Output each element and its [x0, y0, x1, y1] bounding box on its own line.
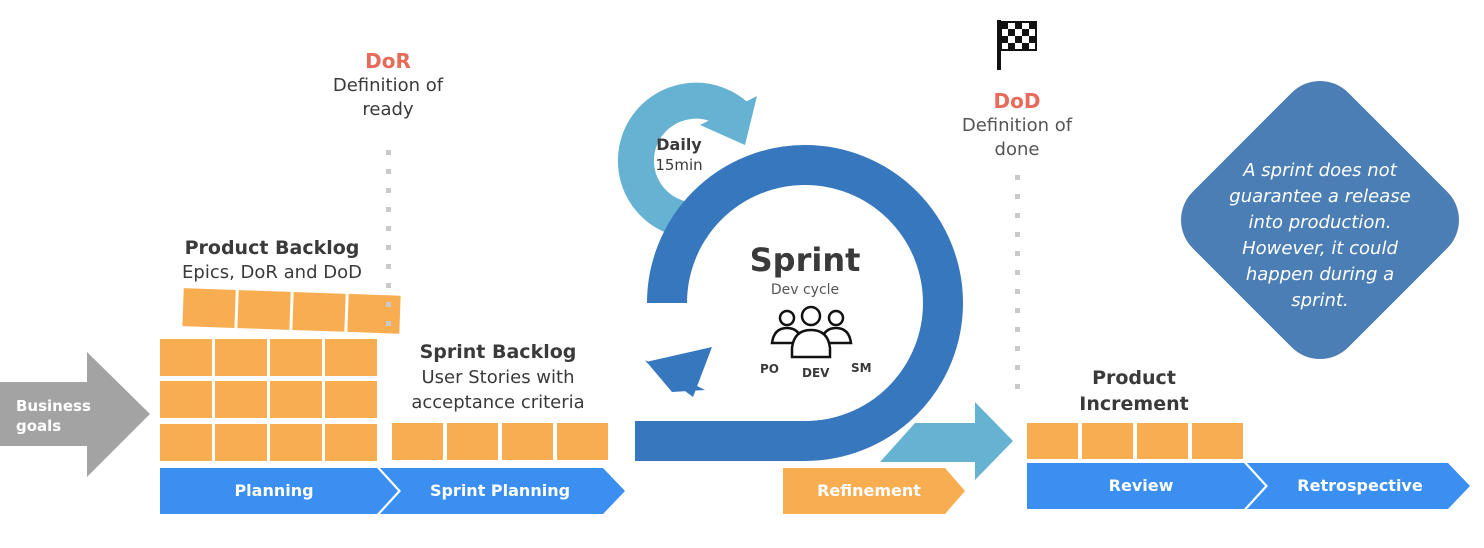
product-increment-label: Product Increment: [1079, 367, 1189, 415]
backlog-item: [292, 292, 346, 332]
product-increment-row: [1027, 423, 1245, 461]
phase-sprint-planning-label: Sprint Planning: [429, 481, 571, 500]
sprint-backlog-item: [502, 423, 553, 460]
sprint-backlog-title: Sprint Backlog: [419, 341, 577, 363]
daily-loop-arrow: [617, 82, 757, 239]
retrospective-chevron: [1247, 463, 1470, 509]
sprint-label: Sprint Dev cycle: [730, 240, 880, 300]
role-po: PO: [760, 362, 779, 376]
dor-abbr: DoR: [365, 49, 411, 73]
phase-retrospective-label: Retrospective: [1297, 476, 1423, 495]
sprint-backlog-row: [392, 423, 610, 461]
sprint-backlog-label: Sprint Backlog User Stories with accepta…: [383, 339, 613, 415]
sprint-backlog-item: [557, 423, 608, 460]
role-dev: DEV: [802, 366, 830, 380]
sprint-planning-chevron: [380, 468, 625, 514]
increment-arrow: [880, 402, 1013, 480]
phase-planning-label: Planning: [234, 481, 314, 500]
note-text: A sprint does not guarantee a release in…: [1229, 160, 1411, 311]
sprint-subtitle: Dev cycle: [770, 282, 840, 298]
planning-chevron: [160, 468, 398, 514]
business-goals-label: Business goals: [16, 397, 91, 435]
backlog-item: [270, 424, 322, 461]
dod-label: DoD Definition of done: [947, 88, 1087, 162]
backlog-item: [325, 424, 377, 461]
review-chevron: [1027, 463, 1265, 509]
backlog-item: [160, 381, 212, 418]
business-goals-arrow: [0, 352, 150, 477]
backlog-item: [237, 290, 291, 330]
increment-item: [1082, 423, 1133, 459]
product-backlog-subtitle: Epics, DoR and DoD: [182, 262, 362, 283]
daily-title: Daily: [656, 135, 702, 154]
role-sm: SM: [851, 361, 872, 375]
daily-duration: 15min: [655, 156, 703, 174]
product-backlog-top-row: [182, 288, 403, 336]
phase-review-label: Review: [1108, 476, 1174, 495]
team-icon: [770, 305, 853, 359]
sprint-backlog-item: [392, 423, 443, 460]
dor-dotted-line: [386, 150, 391, 330]
backlog-item: [160, 424, 212, 461]
backlog-item: [182, 288, 236, 328]
dor-label: DoR Definition of ready: [318, 48, 458, 122]
note-diamond: [1181, 81, 1459, 359]
backlog-item: [270, 381, 322, 418]
product-backlog-grid: [160, 339, 378, 461]
increment-item: [1027, 423, 1078, 459]
sprint-title: Sprint: [749, 241, 861, 279]
backlog-item: [160, 339, 212, 376]
increment-item: [1192, 423, 1243, 459]
phase-refinement-label: Refinement: [817, 481, 921, 500]
sprint-backlog-item: [447, 423, 498, 460]
backlog-item: [325, 381, 377, 418]
dod-dotted-line: [1015, 175, 1020, 395]
product-backlog-title: Product Backlog: [184, 237, 360, 259]
backlog-item: [270, 339, 322, 376]
dod-abbr: DoD: [993, 89, 1041, 113]
daily-label: Daily 15min: [640, 134, 718, 175]
finish-flag-icon: [997, 20, 1037, 70]
backlog-item: [215, 381, 267, 418]
refinement-chevron: [783, 468, 965, 514]
backlog-item: [347, 293, 401, 334]
increment-item: [1137, 423, 1188, 459]
sprint-loop-arrow: [635, 145, 963, 461]
backlog-item: [325, 339, 377, 376]
backlog-item: [215, 339, 267, 376]
product-backlog-label: Product Backlog Epics, DoR and DoD: [152, 235, 392, 285]
backlog-item: [215, 424, 267, 461]
